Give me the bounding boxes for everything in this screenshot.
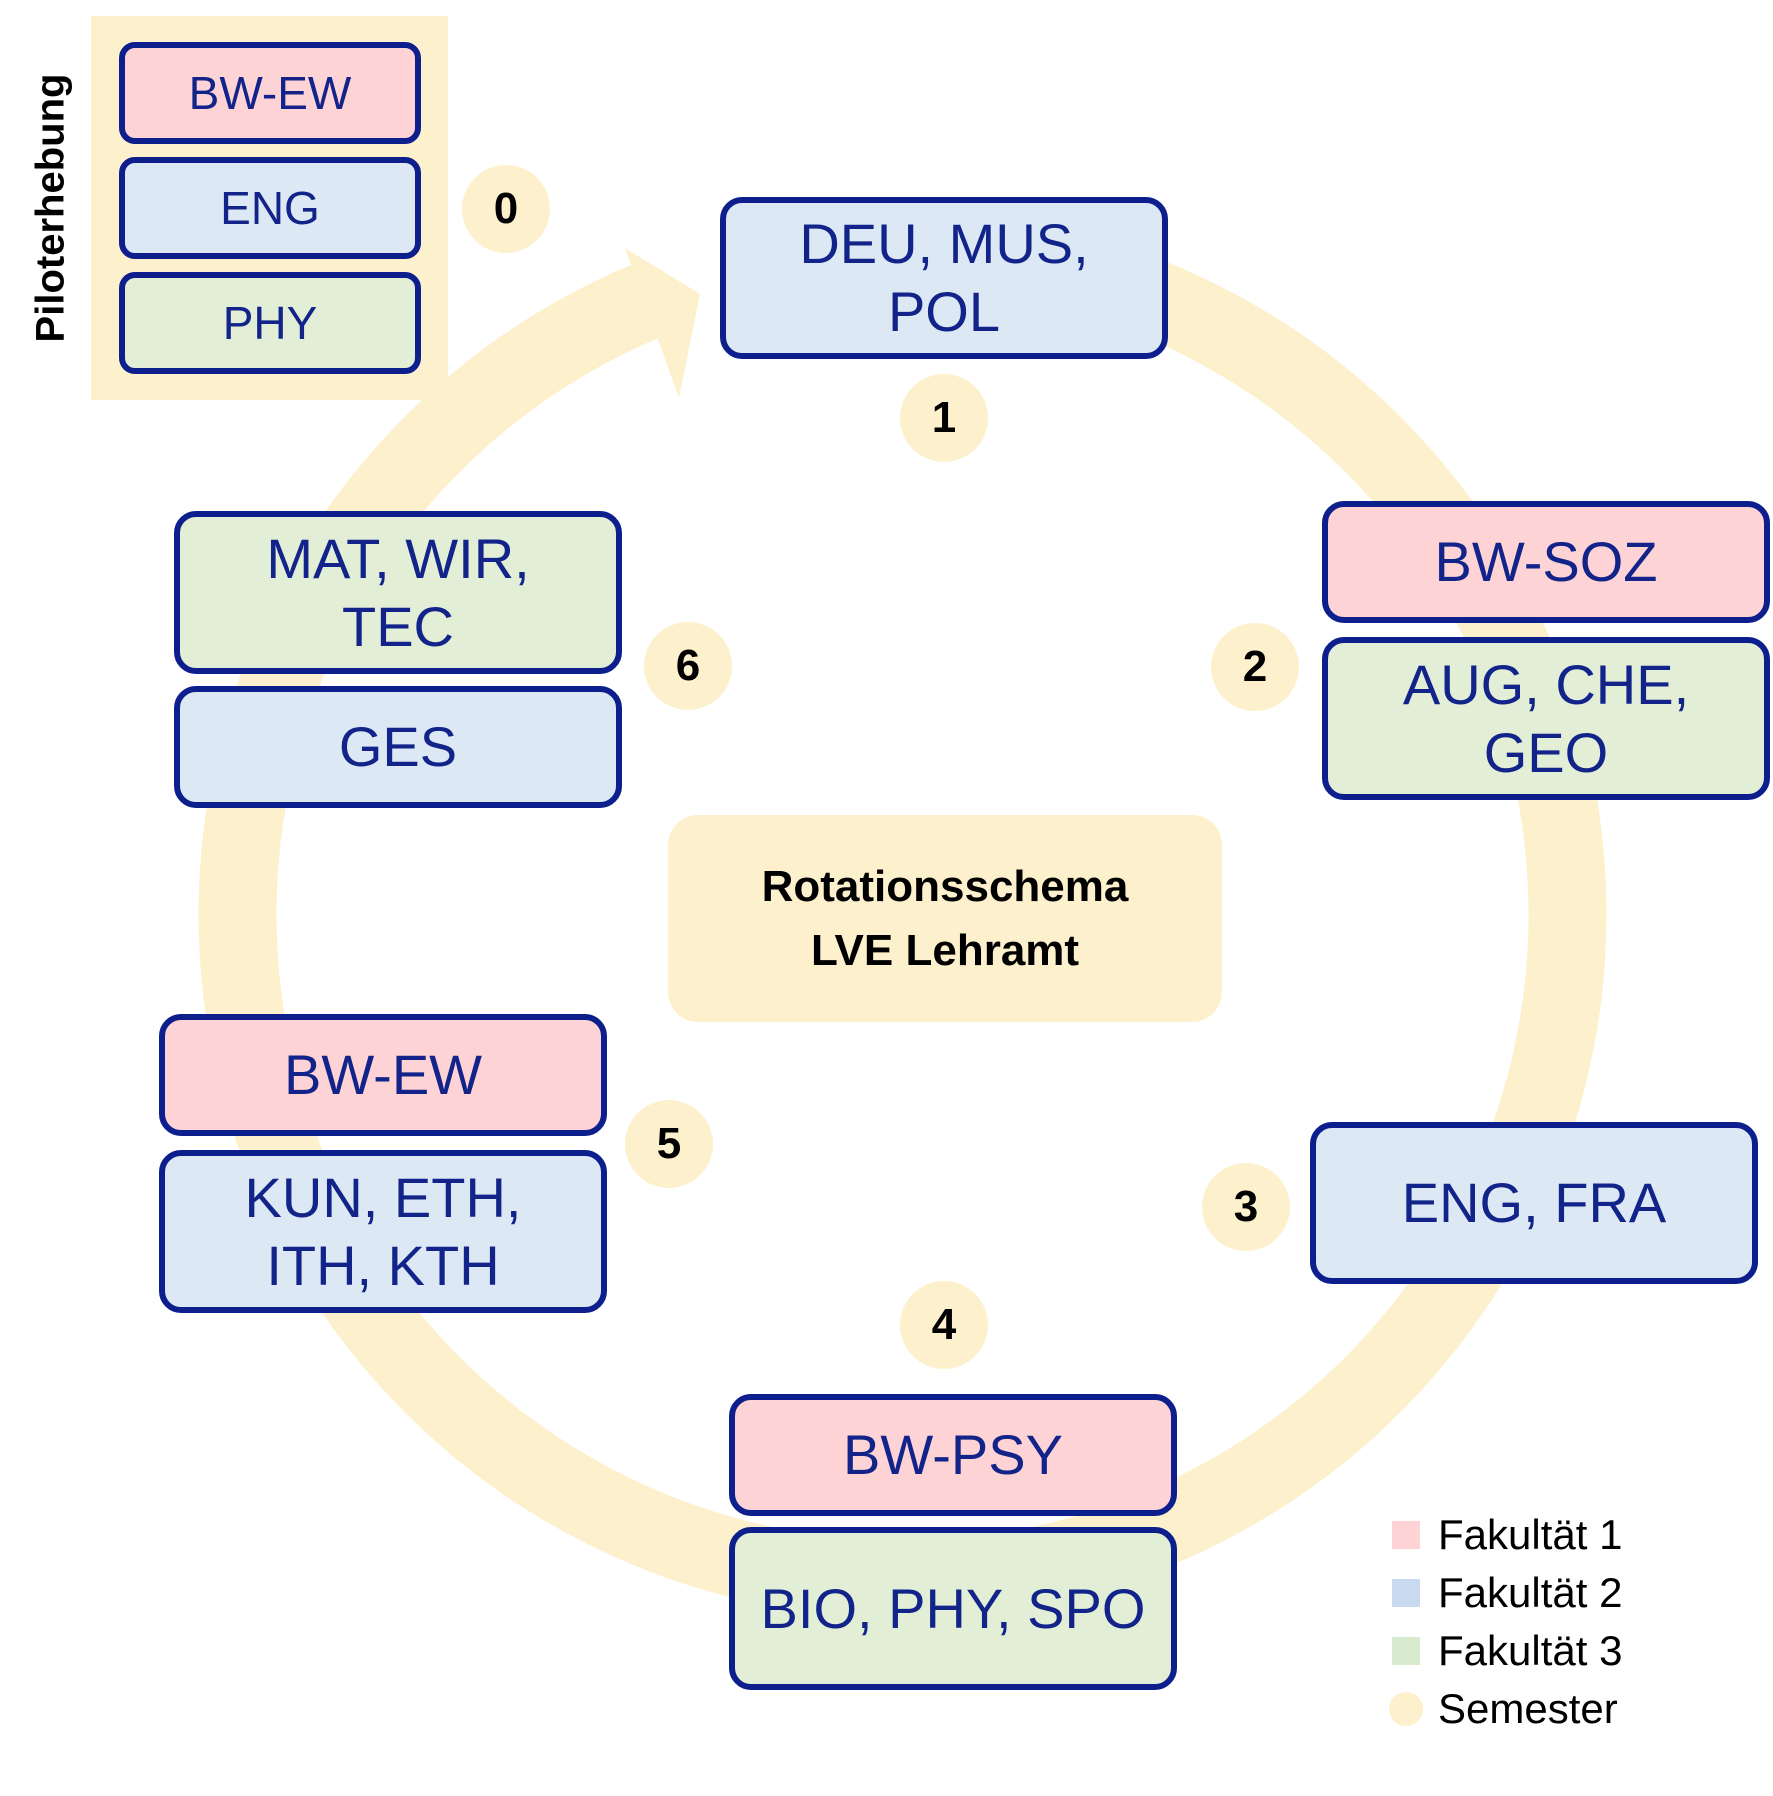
legend-swatch-fakultaet-1 <box>1392 1521 1420 1549</box>
subject-box-semester-6-a: MAT, WIR,TEC <box>174 511 622 674</box>
diagram-title: Rotationsschema LVE Lehramt <box>668 815 1222 1022</box>
title-line-2: LVE Lehramt <box>810 925 1080 975</box>
legend-item-fakultaet-1: Fakultät 1 <box>1392 1510 1622 1560</box>
semester-badge-0: 0 <box>462 165 550 253</box>
subject-box-semester-4-b: BIO, PHY, SPO <box>729 1527 1177 1690</box>
legend-item-fakultaet-3: Fakultät 3 <box>1392 1626 1622 1676</box>
subject-box-semester-6-b: GES <box>174 686 622 808</box>
legend-swatch-semester <box>1389 1692 1423 1726</box>
subject-box-semester-5-a: BW-EW <box>159 1014 607 1136</box>
subject-box-semester-3: ENG, FRA <box>1310 1122 1758 1284</box>
pilot-box-phy: PHY <box>119 272 421 374</box>
semester-badge-1: 1 <box>900 374 988 462</box>
subject-box-semester-4-a: BW-PSY <box>729 1394 1177 1516</box>
semester-badge-3: 3 <box>1202 1163 1290 1251</box>
legend-item-fakultaet-2: Fakultät 2 <box>1392 1568 1622 1618</box>
subject-box-semester-2-a: BW-SOZ <box>1322 501 1770 623</box>
pilot-box-bw-ew: BW-EW <box>119 42 421 144</box>
pilot-box-eng: ENG <box>119 157 421 259</box>
legend-swatch-fakultaet-3 <box>1392 1637 1420 1665</box>
subject-box-semester-2-b: AUG, CHE,GEO <box>1322 637 1770 800</box>
legend-swatch-fakultaet-2 <box>1392 1579 1420 1607</box>
semester-badge-5: 5 <box>625 1100 713 1188</box>
legend-item-semester: Semester <box>1389 1684 1618 1734</box>
title-line-1: Rotationsschema <box>761 861 1129 911</box>
semester-badge-4: 4 <box>900 1281 988 1369</box>
subject-box-semester-5-b: KUN, ETH,ITH, KTH <box>159 1150 607 1313</box>
semester-badge-6: 6 <box>644 622 732 710</box>
subject-box-semester-1: DEU, MUS,POL <box>720 197 1168 359</box>
semester-badge-2: 2 <box>1211 623 1299 711</box>
